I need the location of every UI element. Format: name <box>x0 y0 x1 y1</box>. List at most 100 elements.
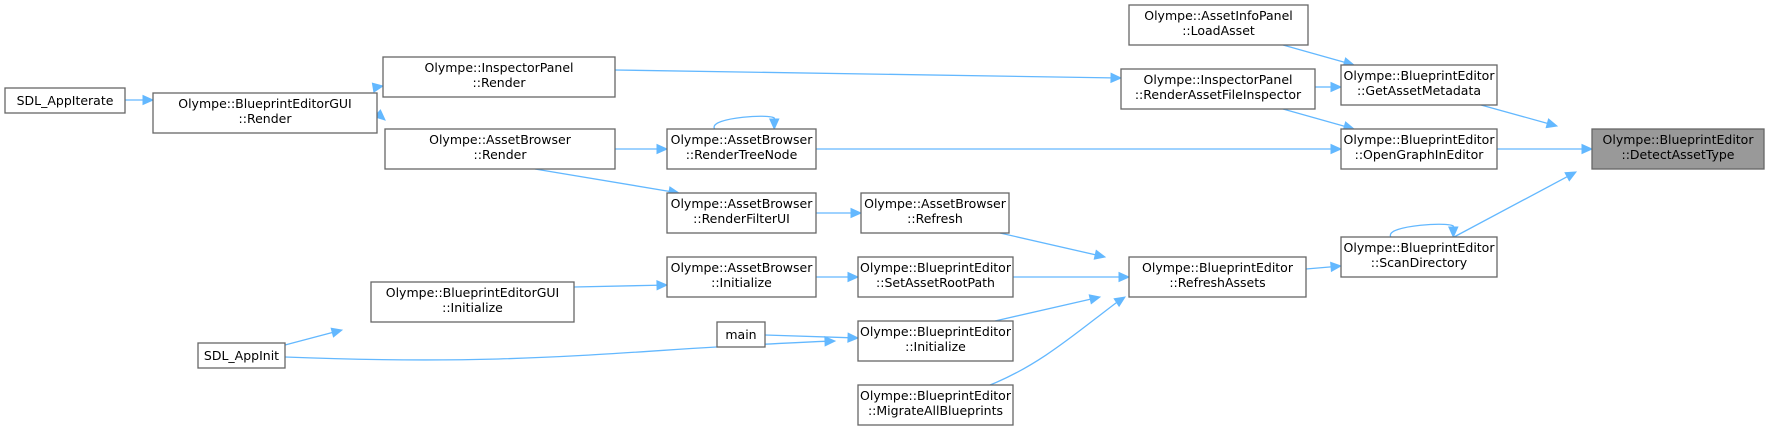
arrow-head <box>142 94 155 106</box>
arrow-head <box>847 332 860 343</box>
edge-line <box>764 334 849 339</box>
edge-line <box>1282 108 1345 127</box>
node-scandirectory[interactable]: Olympe::BlueprintEditor::ScanDirectory <box>1340 236 1498 278</box>
arrow-head <box>1118 271 1131 283</box>
node-refreshassets[interactable]: Olympe::BlueprintEditor::RefreshAssets <box>1128 256 1307 298</box>
node-label: ::Render <box>239 111 293 126</box>
node-label: Olympe::BlueprintEditor <box>1344 68 1496 83</box>
node-ab_refresh[interactable]: Olympe::AssetBrowser::Refresh <box>860 192 1010 234</box>
node-ab_initialize[interactable]: Olympe::AssetBrowser::Initialize <box>666 256 817 298</box>
node-main[interactable]: main <box>716 321 766 348</box>
node-label: ::RefreshAssets <box>1169 275 1265 290</box>
node-box <box>1120 68 1316 110</box>
node-box <box>1340 64 1498 106</box>
node-bpgui_render[interactable]: Olympe::BlueprintEditorGUI::Render <box>152 92 378 134</box>
arrow-head <box>1448 226 1459 239</box>
edge-assetbrowser_render-to-renderfilterui <box>534 168 681 197</box>
node-box <box>666 128 817 170</box>
edge-line <box>614 69 1112 79</box>
node-label: ::Render <box>474 147 528 162</box>
node-label: ::RenderTreeNode <box>686 147 798 162</box>
node-label: Olympe::AssetBrowser <box>671 196 814 211</box>
edge-line <box>534 168 670 192</box>
arrow-head <box>656 279 669 291</box>
arrow-head <box>1564 171 1578 182</box>
node-inspector_render[interactable]: Olympe::InspectorPanel::Render <box>382 56 616 98</box>
node-box <box>370 281 575 323</box>
node-box <box>382 56 616 98</box>
node-label: main <box>725 327 756 342</box>
node-label: Olympe::AssetBrowser <box>429 132 572 147</box>
edge-line <box>573 284 658 288</box>
node-label: Olympe::BlueprintEditorGUI <box>178 96 351 111</box>
node-label: Olympe::InspectorPanel <box>425 60 574 75</box>
node-label: Olympe::AssetBrowser <box>671 132 814 147</box>
node-box <box>1340 128 1498 170</box>
edge-line <box>989 301 1118 386</box>
node-label: Olympe::BlueprintEditorGUI <box>386 285 559 300</box>
node-bpgui_initialize[interactable]: Olympe::BlueprintEditorGUI::Initialize <box>370 281 575 323</box>
node-setassetrootpath[interactable]: Olympe::BlueprintEditor::SetAssetRootPat… <box>857 256 1014 298</box>
node-label: Olympe::InspectorPanel <box>1144 72 1293 87</box>
node-box <box>1128 256 1307 298</box>
edge-renderassetfileinspector-to-getassetmetadata <box>1315 81 1343 93</box>
node-sdl_appiterate[interactable]: SDL_AppIterate <box>4 87 126 114</box>
node-label: ::MigrateAllBlueprints <box>868 403 1003 418</box>
node-label: Olympe::BlueprintEditor <box>860 388 1012 403</box>
arrow-head <box>371 82 385 93</box>
node-sdl_appinit[interactable]: SDL_AppInit <box>197 342 286 369</box>
edge-bpgui_initialize-to-ab_initialize <box>573 279 669 291</box>
arrow-head <box>1330 261 1343 273</box>
arrow-head <box>1088 294 1102 305</box>
edge-line <box>1480 104 1548 124</box>
arrow-head <box>330 327 344 338</box>
node-label: Olympe::BlueprintEditor <box>1344 132 1496 147</box>
edge-sdl_appiterate-to-bpgui_render <box>125 94 155 106</box>
arrow-head <box>1545 118 1559 129</box>
edge-line <box>1305 266 1332 270</box>
edge-migrateallblueprints-to-refreshassets <box>989 296 1127 386</box>
node-label: Olympe::BlueprintEditor <box>1344 240 1496 255</box>
edge-setassetrootpath-to-refreshassets <box>1013 271 1131 283</box>
node-box <box>716 321 766 348</box>
edge-ab_refresh-to-refreshassets <box>999 232 1107 260</box>
node-migrateallblueprints[interactable]: Olympe::BlueprintEditor::MigrateAllBluep… <box>857 384 1014 426</box>
edge-opengraphineditor-to-detectassettype <box>1497 143 1594 155</box>
node-be_initialize[interactable]: Olympe::BlueprintEditor::Initialize <box>857 320 1014 362</box>
node-opengraphineditor[interactable]: Olympe::BlueprintEditor::OpenGraphInEdit… <box>1340 128 1498 170</box>
node-box <box>1591 128 1765 170</box>
node-box <box>152 92 378 134</box>
node-label: ::Initialize <box>711 275 772 290</box>
node-label: Olympe::AssetBrowser <box>671 260 814 275</box>
arrow-head <box>1581 143 1594 155</box>
node-detectassettype[interactable]: Olympe::BlueprintEditor::DetectAssetType <box>1591 128 1765 170</box>
arrow-head <box>847 271 860 283</box>
edge-assetbrowser_render-to-rendertreenode <box>615 143 669 155</box>
node-box <box>1128 4 1309 46</box>
node-getassetmetadata[interactable]: Olympe::BlueprintEditor::GetAssetMetadat… <box>1340 64 1498 106</box>
node-label: ::Initialize <box>442 300 503 315</box>
arrow-head <box>1330 81 1343 93</box>
node-renderfilterui[interactable]: Olympe::AssetBrowser::RenderFilterUI <box>666 192 817 234</box>
node-box <box>857 320 1014 362</box>
node-rendertreenode[interactable]: Olympe::AssetBrowser::RenderTreeNode <box>666 128 817 170</box>
node-label: ::LoadAsset <box>1182 23 1255 38</box>
node-label: ::RenderFilterUI <box>693 211 790 226</box>
node-label: Olympe::AssetInfoPanel <box>1144 8 1292 23</box>
node-loadasset[interactable]: Olympe::AssetInfoPanel::LoadAsset <box>1128 4 1309 46</box>
edge-rendertreenode-to-opengraphineditor <box>816 143 1343 155</box>
node-label: ::DetectAssetType <box>1622 147 1735 162</box>
node-box <box>666 192 817 234</box>
arrow-head <box>656 143 669 155</box>
node-assetbrowser_render[interactable]: Olympe::AssetBrowser::Render <box>384 128 616 170</box>
edge-rendertreenode-to-rendertreenode <box>713 115 780 131</box>
edge-line <box>284 331 333 346</box>
edge-sdl_appinit-to-bpgui_initialize <box>284 327 344 346</box>
arrow-head <box>1330 143 1343 155</box>
node-box <box>666 256 817 298</box>
node-renderassetfileinspector[interactable]: Olympe::InspectorPanel::RenderAssetFileI… <box>1120 68 1316 110</box>
arrow-head <box>769 118 780 131</box>
node-label: ::Refresh <box>907 211 963 226</box>
